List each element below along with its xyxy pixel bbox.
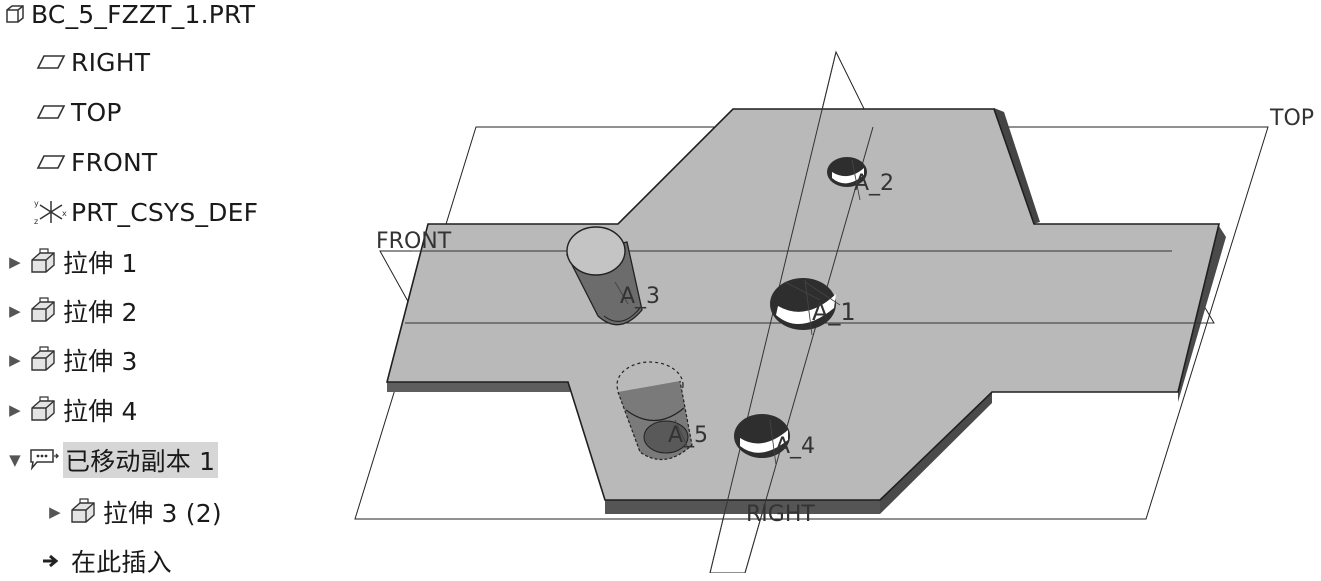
coordinate-system-icon: y x z	[34, 196, 68, 228]
expand-arrow-icon[interactable]: ▶	[9, 253, 21, 271]
tree-item-extrude-1[interactable]: ▶ 拉伸 1	[4, 242, 138, 282]
tree-item-moved-copy-1[interactable]: ▼ 已移动副本 1	[4, 440, 219, 480]
datum-plane-icon	[34, 46, 68, 78]
tree-item-label: 拉伸 1	[63, 249, 138, 278]
tree-item-label: 拉伸 3 (2)	[103, 499, 222, 528]
expand-arrow-icon[interactable]: ▶	[9, 302, 21, 320]
cylinder-hole-a5[interactable]	[616, 361, 693, 461]
part-icon	[2, 0, 28, 30]
tree-item-right-plane[interactable]: RIGHT	[34, 42, 150, 82]
cylinder-boss-a3[interactable]	[566, 226, 643, 326]
tree-item-extrude-3-copy[interactable]: ▶ 拉伸 3 (2)	[44, 492, 222, 532]
tree-item-csys[interactable]: y x z PRT_CSYS_DEF	[34, 192, 258, 232]
model-tree: BC_5_FZZT_1.PRT RIGHT TOP FRONT y x z PRT_…	[0, 0, 345, 577]
extrude-feature-icon	[26, 295, 60, 327]
tree-item-label: PRT_CSYS_DEF	[71, 197, 259, 227]
svg-text:y: y	[34, 199, 39, 208]
datum-label-top: TOP	[1269, 106, 1314, 131]
tree-insert-here[interactable]: 在此插入	[34, 541, 172, 581]
tree-item-top-plane[interactable]: TOP	[34, 92, 122, 132]
tree-item-front-plane[interactable]: FRONT	[34, 142, 157, 182]
plate-side-faces	[387, 108, 1226, 514]
tree-item-label: RIGHT	[71, 47, 151, 77]
graphics-viewport[interactable]: TOP FRONT RIGHT A_2 A_1 A_3 A_4 A_5	[345, 0, 1321, 573]
axis-label-a2: A_2	[854, 171, 894, 196]
collapse-arrow-icon[interactable]: ▼	[9, 451, 21, 469]
axis-label-a5: A_5	[668, 423, 708, 448]
extrude-feature-icon	[26, 246, 60, 278]
axis-label-a3: A_3	[620, 284, 660, 309]
tree-item-label: 已移动副本 1	[63, 442, 219, 478]
tree-item-label: FRONT	[71, 147, 158, 177]
axis-label-a1: A_1	[812, 298, 856, 326]
extrude-feature-icon	[26, 394, 60, 426]
moved-copy-icon	[26, 444, 60, 476]
tree-item-label: 在此插入	[71, 548, 172, 577]
model-3d-view[interactable]: TOP FRONT RIGHT A_2 A_1 A_3 A_4 A_5	[345, 0, 1321, 573]
extrude-feature-icon	[66, 496, 100, 528]
axis-label-a4: A_4	[775, 434, 815, 459]
hole-a4[interactable]	[734, 414, 790, 458]
datum-label-front: FRONT	[376, 229, 452, 254]
tree-item-extrude-3[interactable]: ▶ 拉伸 3	[4, 340, 138, 380]
datum-plane-icon	[34, 96, 68, 128]
hole-a1[interactable]	[770, 278, 841, 330]
insert-arrow-icon	[34, 545, 68, 577]
expand-arrow-icon[interactable]: ▶	[9, 351, 21, 369]
tree-item-label: 拉伸 4	[63, 397, 138, 426]
expand-arrow-icon[interactable]: ▶	[9, 401, 21, 419]
axis-lines	[614, 159, 861, 466]
tree-item-label: TOP	[71, 97, 122, 127]
tree-item-label: 拉伸 3	[63, 347, 138, 376]
datum-label-right: RIGHT	[746, 502, 815, 527]
svg-text:x: x	[62, 209, 67, 218]
expand-arrow-icon[interactable]: ▶	[49, 503, 61, 521]
tree-item-extrude-2[interactable]: ▶ 拉伸 2	[4, 291, 138, 331]
tree-item-label: 拉伸 2	[63, 298, 138, 327]
extrude-feature-icon	[26, 344, 60, 376]
datum-plane-icon	[34, 146, 68, 178]
svg-text:z: z	[34, 217, 38, 226]
tree-root-part[interactable]: BC_5_FZZT_1.PRT	[2, 0, 255, 34]
tree-root-label: BC_5_FZZT_1.PRT	[31, 0, 256, 29]
tree-item-extrude-4[interactable]: ▶ 拉伸 4	[4, 390, 138, 430]
